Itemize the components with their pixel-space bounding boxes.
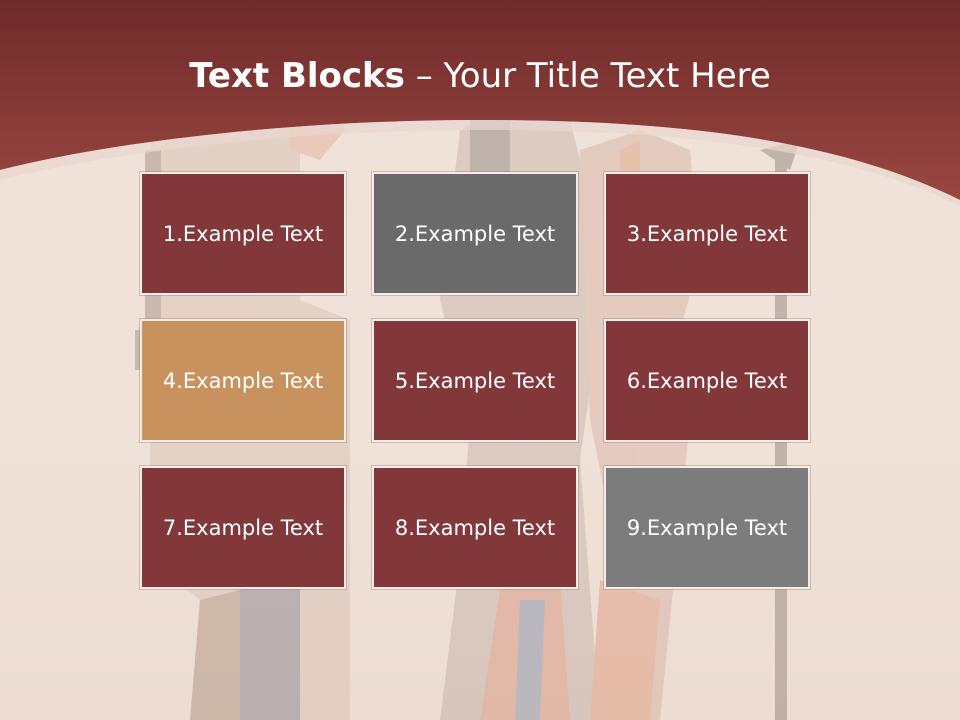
text-block-4: 4.Example Text: [140, 319, 346, 442]
text-block-2: 2.Example Text: [372, 172, 578, 295]
text-block-9: 9.Example Text: [604, 466, 810, 589]
text-block-label: 6.Example Text: [626, 368, 788, 393]
text-block-7: 7.Example Text: [140, 466, 346, 589]
text-block-6: 6.Example Text: [604, 319, 810, 442]
text-block-label: 5.Example Text: [394, 368, 556, 393]
text-block-5: 5.Example Text: [372, 319, 578, 442]
text-block-label: 8.Example Text: [394, 515, 556, 540]
text-block-8: 8.Example Text: [372, 466, 578, 589]
text-block-label: 7.Example Text: [162, 515, 324, 540]
text-block-3: 3.Example Text: [604, 172, 810, 295]
text-block-label: 9.Example Text: [626, 515, 788, 540]
title-separator: –: [404, 56, 444, 96]
text-block-label: 2.Example Text: [394, 221, 556, 246]
text-block-label: 3.Example Text: [626, 221, 788, 246]
title-bold: Text Blocks: [189, 56, 405, 96]
text-block-1: 1.Example Text: [140, 172, 346, 295]
title-rest: Your Title Text Here: [443, 56, 771, 96]
slide-title: Text Blocks – Your Title Text Here: [0, 54, 960, 98]
text-block-label: 4.Example Text: [162, 368, 324, 393]
text-block-label: 1.Example Text: [162, 221, 324, 246]
